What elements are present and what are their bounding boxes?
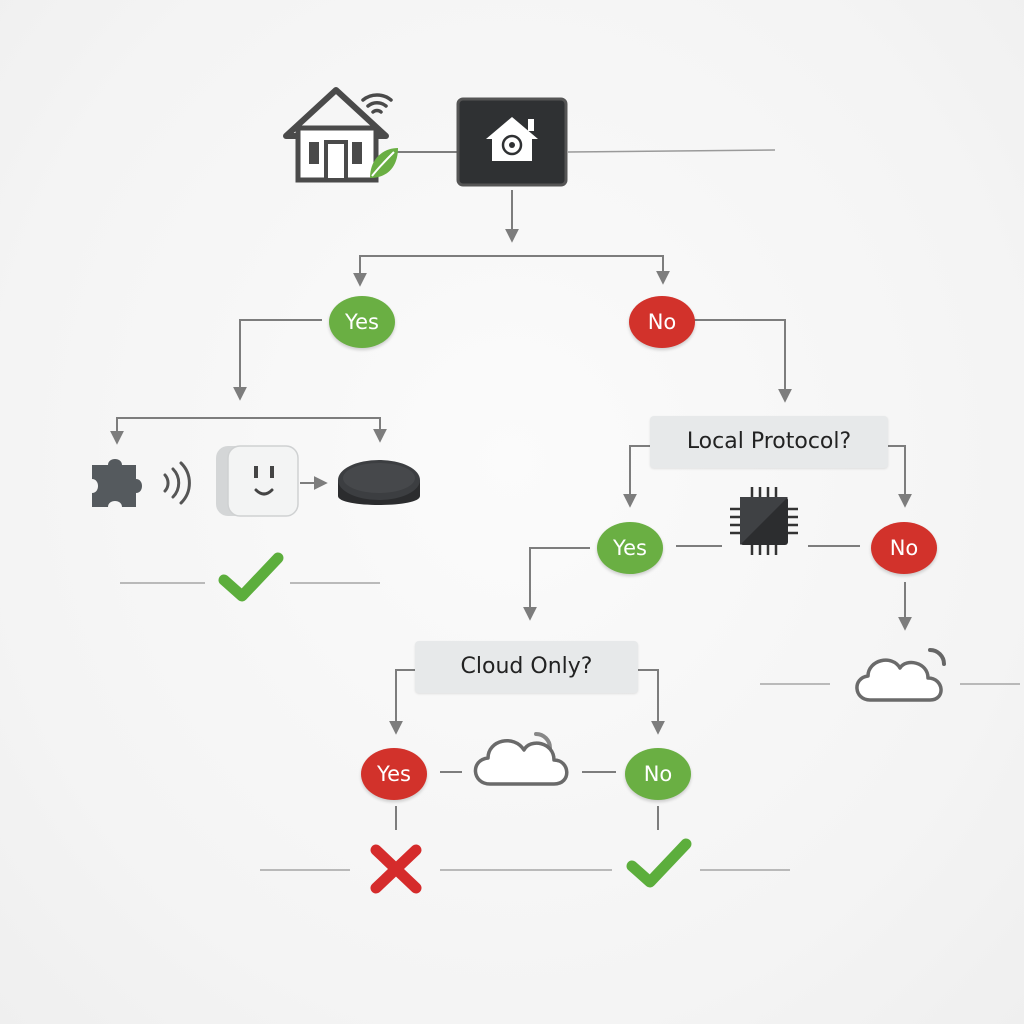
local-yes-badge: Yes xyxy=(597,522,663,574)
cloud-icon xyxy=(855,648,946,702)
chip-icon xyxy=(730,487,798,555)
checkmark-icon xyxy=(626,838,692,888)
local-protocol-question: Local Protocol? xyxy=(650,416,888,468)
local-no-arrow xyxy=(888,445,912,508)
house-icon xyxy=(283,87,389,183)
local-yes-arrow xyxy=(623,445,650,508)
cloud-yes-badge: Yes xyxy=(361,748,427,800)
puzzle-icon xyxy=(92,459,142,507)
wifi-icon xyxy=(361,93,393,114)
cloud-yes-arrow xyxy=(389,669,415,735)
yes-to-devices-arrow xyxy=(233,319,322,401)
signal-icon xyxy=(163,461,191,505)
checkmark-icon xyxy=(218,552,284,602)
no-to-local-arrow xyxy=(680,319,792,403)
first-split-arrow xyxy=(359,255,670,285)
local-no-badge: No xyxy=(871,522,937,574)
first-no-badge: No xyxy=(629,296,695,348)
hub-right-line xyxy=(567,149,776,153)
first-yes-badge: Yes xyxy=(329,296,395,348)
smart-speaker-icon xyxy=(338,460,420,505)
cloud-icon xyxy=(473,732,569,786)
cloud-no-arrow xyxy=(638,669,665,735)
cloud-only-question: Cloud Only? xyxy=(415,641,638,693)
leaf-icon xyxy=(370,148,398,178)
cross-icon xyxy=(370,844,422,894)
cloud-no-badge: No xyxy=(625,748,691,800)
device-bracket-right xyxy=(116,417,387,443)
home-hub-icon xyxy=(456,97,568,187)
smart-plug-icon xyxy=(216,445,299,517)
local-yes-to-cloud-only-arrow xyxy=(523,547,590,621)
